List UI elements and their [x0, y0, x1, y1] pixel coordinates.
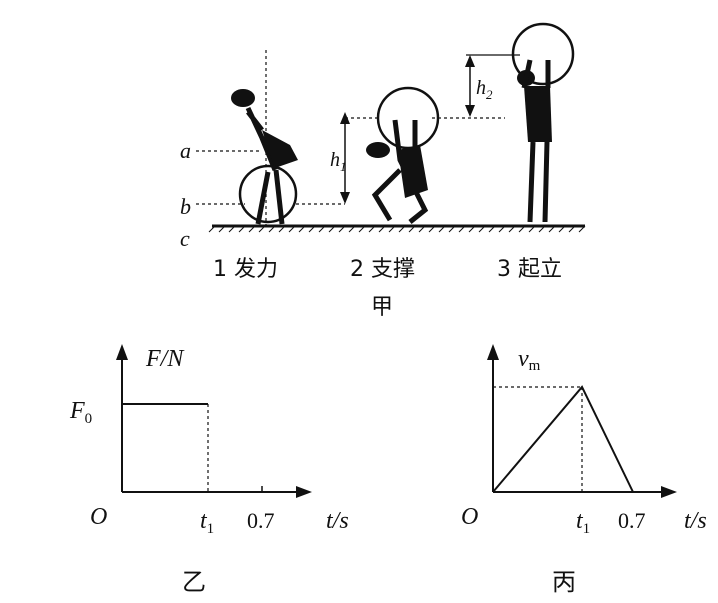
barbell-plate-1 [238, 164, 298, 224]
h1-indicator: h1 [330, 112, 350, 204]
lifter-stage-3 [466, 22, 575, 223]
stage-label-1: 1 发力 [213, 257, 278, 282]
figure-bing: vm O t1 0.7 t/s 丙 [461, 344, 707, 596]
yi-x-axis-label: t/s [326, 508, 349, 534]
h2-label: h2 [476, 77, 493, 102]
yi-t1-label: t1 [200, 508, 214, 537]
lifter-stage-2 [345, 86, 440, 224]
yi-0.7-label: 0.7 [247, 508, 275, 533]
bing-t1-label: t1 [576, 508, 590, 537]
stage-label-3: 3 起立 [497, 257, 562, 282]
bing-y-arrow [487, 344, 499, 360]
barbell-plate-2 [376, 86, 440, 150]
figure-yi: F/N F0 O t1 0.7 t/s 乙 [69, 344, 349, 596]
h2-indicator: h2 [432, 55, 505, 119]
level-label-c: c [180, 226, 190, 251]
barbell-plate-3 [511, 22, 575, 86]
h1-label: h1 [330, 149, 347, 174]
caption-yi: 乙 [182, 568, 206, 596]
bing-x-arrow [661, 486, 677, 498]
lifter-stage-1 [231, 50, 345, 226]
stage-label-2: 2 支撑 [350, 257, 415, 282]
bing-x-axis-label: t/s [684, 508, 707, 534]
yi-x-arrow [296, 486, 312, 498]
yi-f0-label: F0 [69, 398, 92, 427]
bing-velocity-line [492, 385, 634, 493]
level-label-b: b [180, 194, 191, 219]
yi-y-axis-label: F/N [145, 346, 185, 372]
yi-origin-label: O [90, 504, 107, 530]
figure-jia: a b c h1 [180, 22, 586, 320]
bing-origin-label: O [461, 504, 478, 530]
bing-0.7-label: 0.7 [618, 508, 646, 533]
level-label-a: a [180, 138, 191, 163]
ground-hatch [208, 225, 586, 233]
caption-jia: 甲 [371, 295, 393, 320]
bing-y-axis-label: vm [518, 346, 541, 374]
yi-y-arrow [116, 344, 128, 360]
caption-bing: 丙 [552, 568, 576, 596]
